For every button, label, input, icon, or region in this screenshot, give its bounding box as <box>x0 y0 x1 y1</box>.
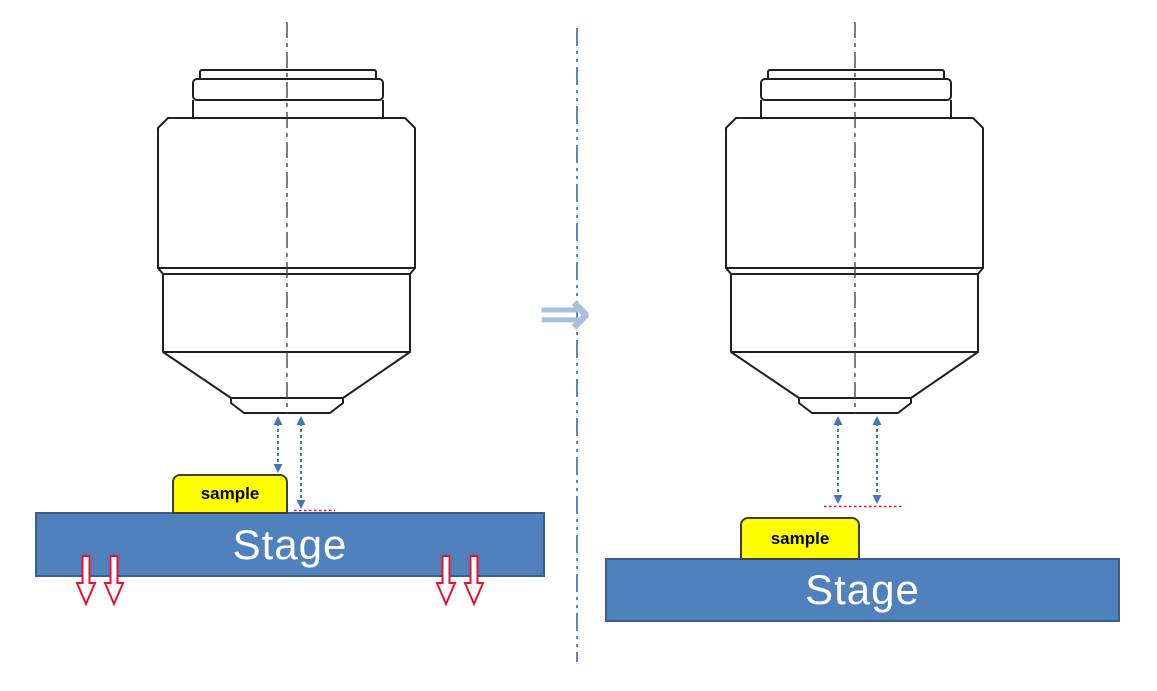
distance-arrow-icon-after-right <box>872 416 882 504</box>
stage-bar-after: Stage <box>605 558 1120 622</box>
distance-arrow-icon-before-sample <box>273 416 283 473</box>
distance-arrow-icon-after-left <box>833 416 843 504</box>
stage-bar-before: Stage <box>35 512 545 577</box>
sample-label-before: sample <box>200 484 260 503</box>
stage-label-after: Stage <box>805 566 920 613</box>
distance-arrow-icon-before-stage <box>296 416 306 509</box>
stage-label-before: Stage <box>232 520 348 568</box>
objective-lens-icon-before <box>157 21 416 415</box>
sample-box-before: sample <box>172 474 288 514</box>
sample-box-after: sample <box>740 517 860 560</box>
transition-arrow-icon: ⇒ <box>538 277 592 351</box>
objective-lens-icon-after <box>725 21 984 415</box>
sample-label-after: sample <box>770 528 830 548</box>
